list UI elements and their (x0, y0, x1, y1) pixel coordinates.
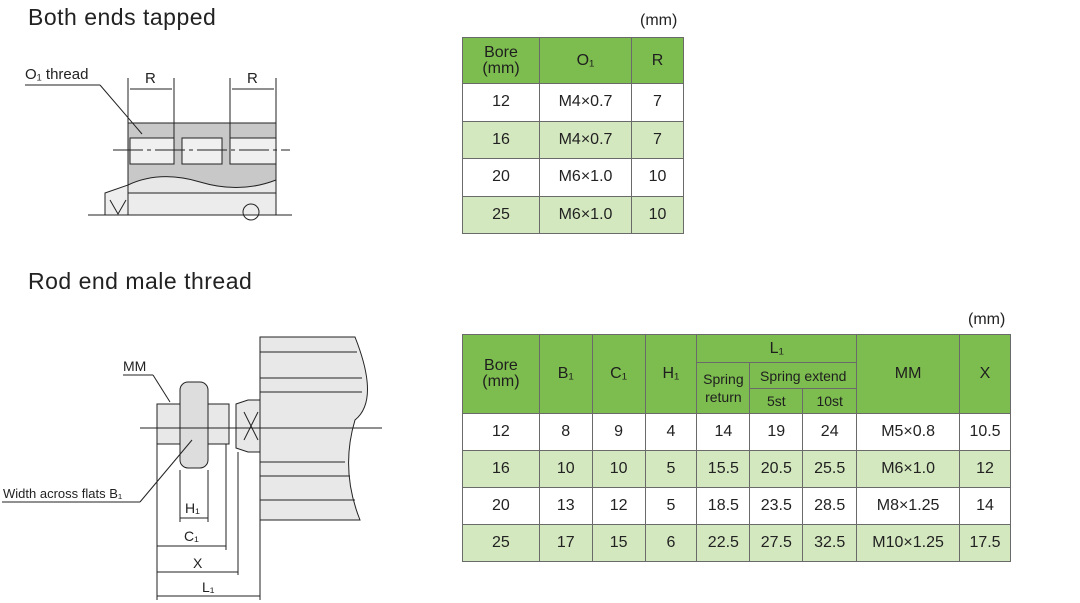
rod-end-male-thread-drawing (2, 336, 382, 600)
section-title-rod-end-male-thread: Rod end male thread (28, 268, 253, 294)
table-cell: 23.5 (749, 487, 804, 525)
table-cell: 9 (591, 413, 646, 451)
table-cell: M8×1.25 (856, 487, 961, 525)
col-l1: L₁ (696, 334, 858, 363)
table-cell: 10 (591, 450, 646, 488)
table-cell: M4×0.7 (539, 120, 632, 159)
table-cell: 10 (631, 158, 684, 197)
table-cell: 19 (749, 413, 804, 451)
table-cell: 18.5 (696, 487, 751, 525)
mm-label: MM (123, 358, 147, 374)
table-cell: 10 (538, 450, 593, 488)
unit-label-2: (mm) (968, 311, 1006, 328)
table-cell: M6×1.0 (856, 450, 961, 488)
x-label: X (193, 555, 203, 571)
section-title-both-ends-tapped: Both ends tapped (28, 4, 217, 30)
table-cell: 12 (462, 413, 540, 451)
c1-label: C₁ (184, 528, 199, 544)
table-cell: 16 (462, 450, 540, 488)
o1-thread-label: O₁ thread (25, 66, 89, 83)
col-b1: B₁ (538, 334, 593, 414)
table-cell: 8 (538, 413, 593, 451)
table-cell: M6×1.0 (539, 158, 632, 197)
col-o1: O₁ (539, 37, 632, 84)
table-cell: 10.5 (959, 413, 1011, 451)
col-x: X (959, 334, 1011, 414)
table-cell: 32.5 (802, 524, 858, 562)
table-cell: 13 (538, 487, 593, 525)
flats-label: Width across flats B₁ (3, 486, 123, 501)
table-cell: 12 (462, 83, 540, 122)
table-cell: 20 (462, 487, 540, 525)
table-cell: 25.5 (802, 450, 858, 488)
col-bore: Bore (mm) (462, 334, 540, 414)
table-cell: 24 (802, 413, 858, 451)
table-cell: 7 (631, 120, 684, 159)
col-spring-return: Spring return (696, 362, 751, 414)
table-cell: 12 (591, 487, 646, 525)
table-cell: 17 (538, 524, 593, 562)
rod-end-dimensions-table: Bore (mm) B₁ C₁ H₁ L₁ MM X Spring return… (462, 334, 1011, 562)
table-cell: 17.5 (959, 524, 1011, 562)
table-cell: 27.5 (749, 524, 804, 562)
table-cell: 12 (959, 450, 1011, 488)
col-h1: H₁ (644, 334, 698, 414)
table-cell: M4×0.7 (539, 83, 632, 122)
table-cell: 22.5 (696, 524, 751, 562)
col-bore: Bore (mm) (462, 37, 540, 84)
table-cell: 4 (644, 413, 698, 451)
l1-label: L₁ (202, 579, 215, 595)
table-cell: 15 (591, 524, 646, 562)
table-cell: 5 (644, 450, 698, 488)
col-spring-extend: Spring extend (749, 362, 858, 389)
table-cell: 15.5 (696, 450, 751, 488)
table-cell: 20.5 (749, 450, 804, 488)
col-5st: 5st (749, 388, 804, 414)
r-left-label: R (145, 70, 156, 87)
table-cell: 28.5 (802, 487, 858, 525)
col-10st: 10st (802, 388, 858, 414)
table-cell: 14 (959, 487, 1011, 525)
table-cell: M5×0.8 (856, 413, 961, 451)
col-c1: C₁ (591, 334, 646, 414)
table-cell: 25 (462, 195, 540, 234)
table-cell: 6 (644, 524, 698, 562)
table-cell: 5 (644, 487, 698, 525)
h1-label: H₁ (185, 500, 200, 516)
table-cell: 16 (462, 120, 540, 159)
col-mm: MM (856, 334, 961, 414)
col-r: R (631, 37, 684, 84)
table-cell: M6×1.0 (539, 195, 632, 234)
table-cell: M10×1.25 (856, 524, 961, 562)
table-cell: 14 (696, 413, 751, 451)
table-cell: 25 (462, 524, 540, 562)
table-cell: 10 (631, 195, 684, 234)
table-cell: 20 (462, 158, 540, 197)
unit-label-1: (mm) (640, 12, 678, 29)
r-right-label: R (247, 70, 258, 87)
both-ends-tapped-drawing (25, 78, 292, 221)
table-cell: 7 (631, 83, 684, 122)
